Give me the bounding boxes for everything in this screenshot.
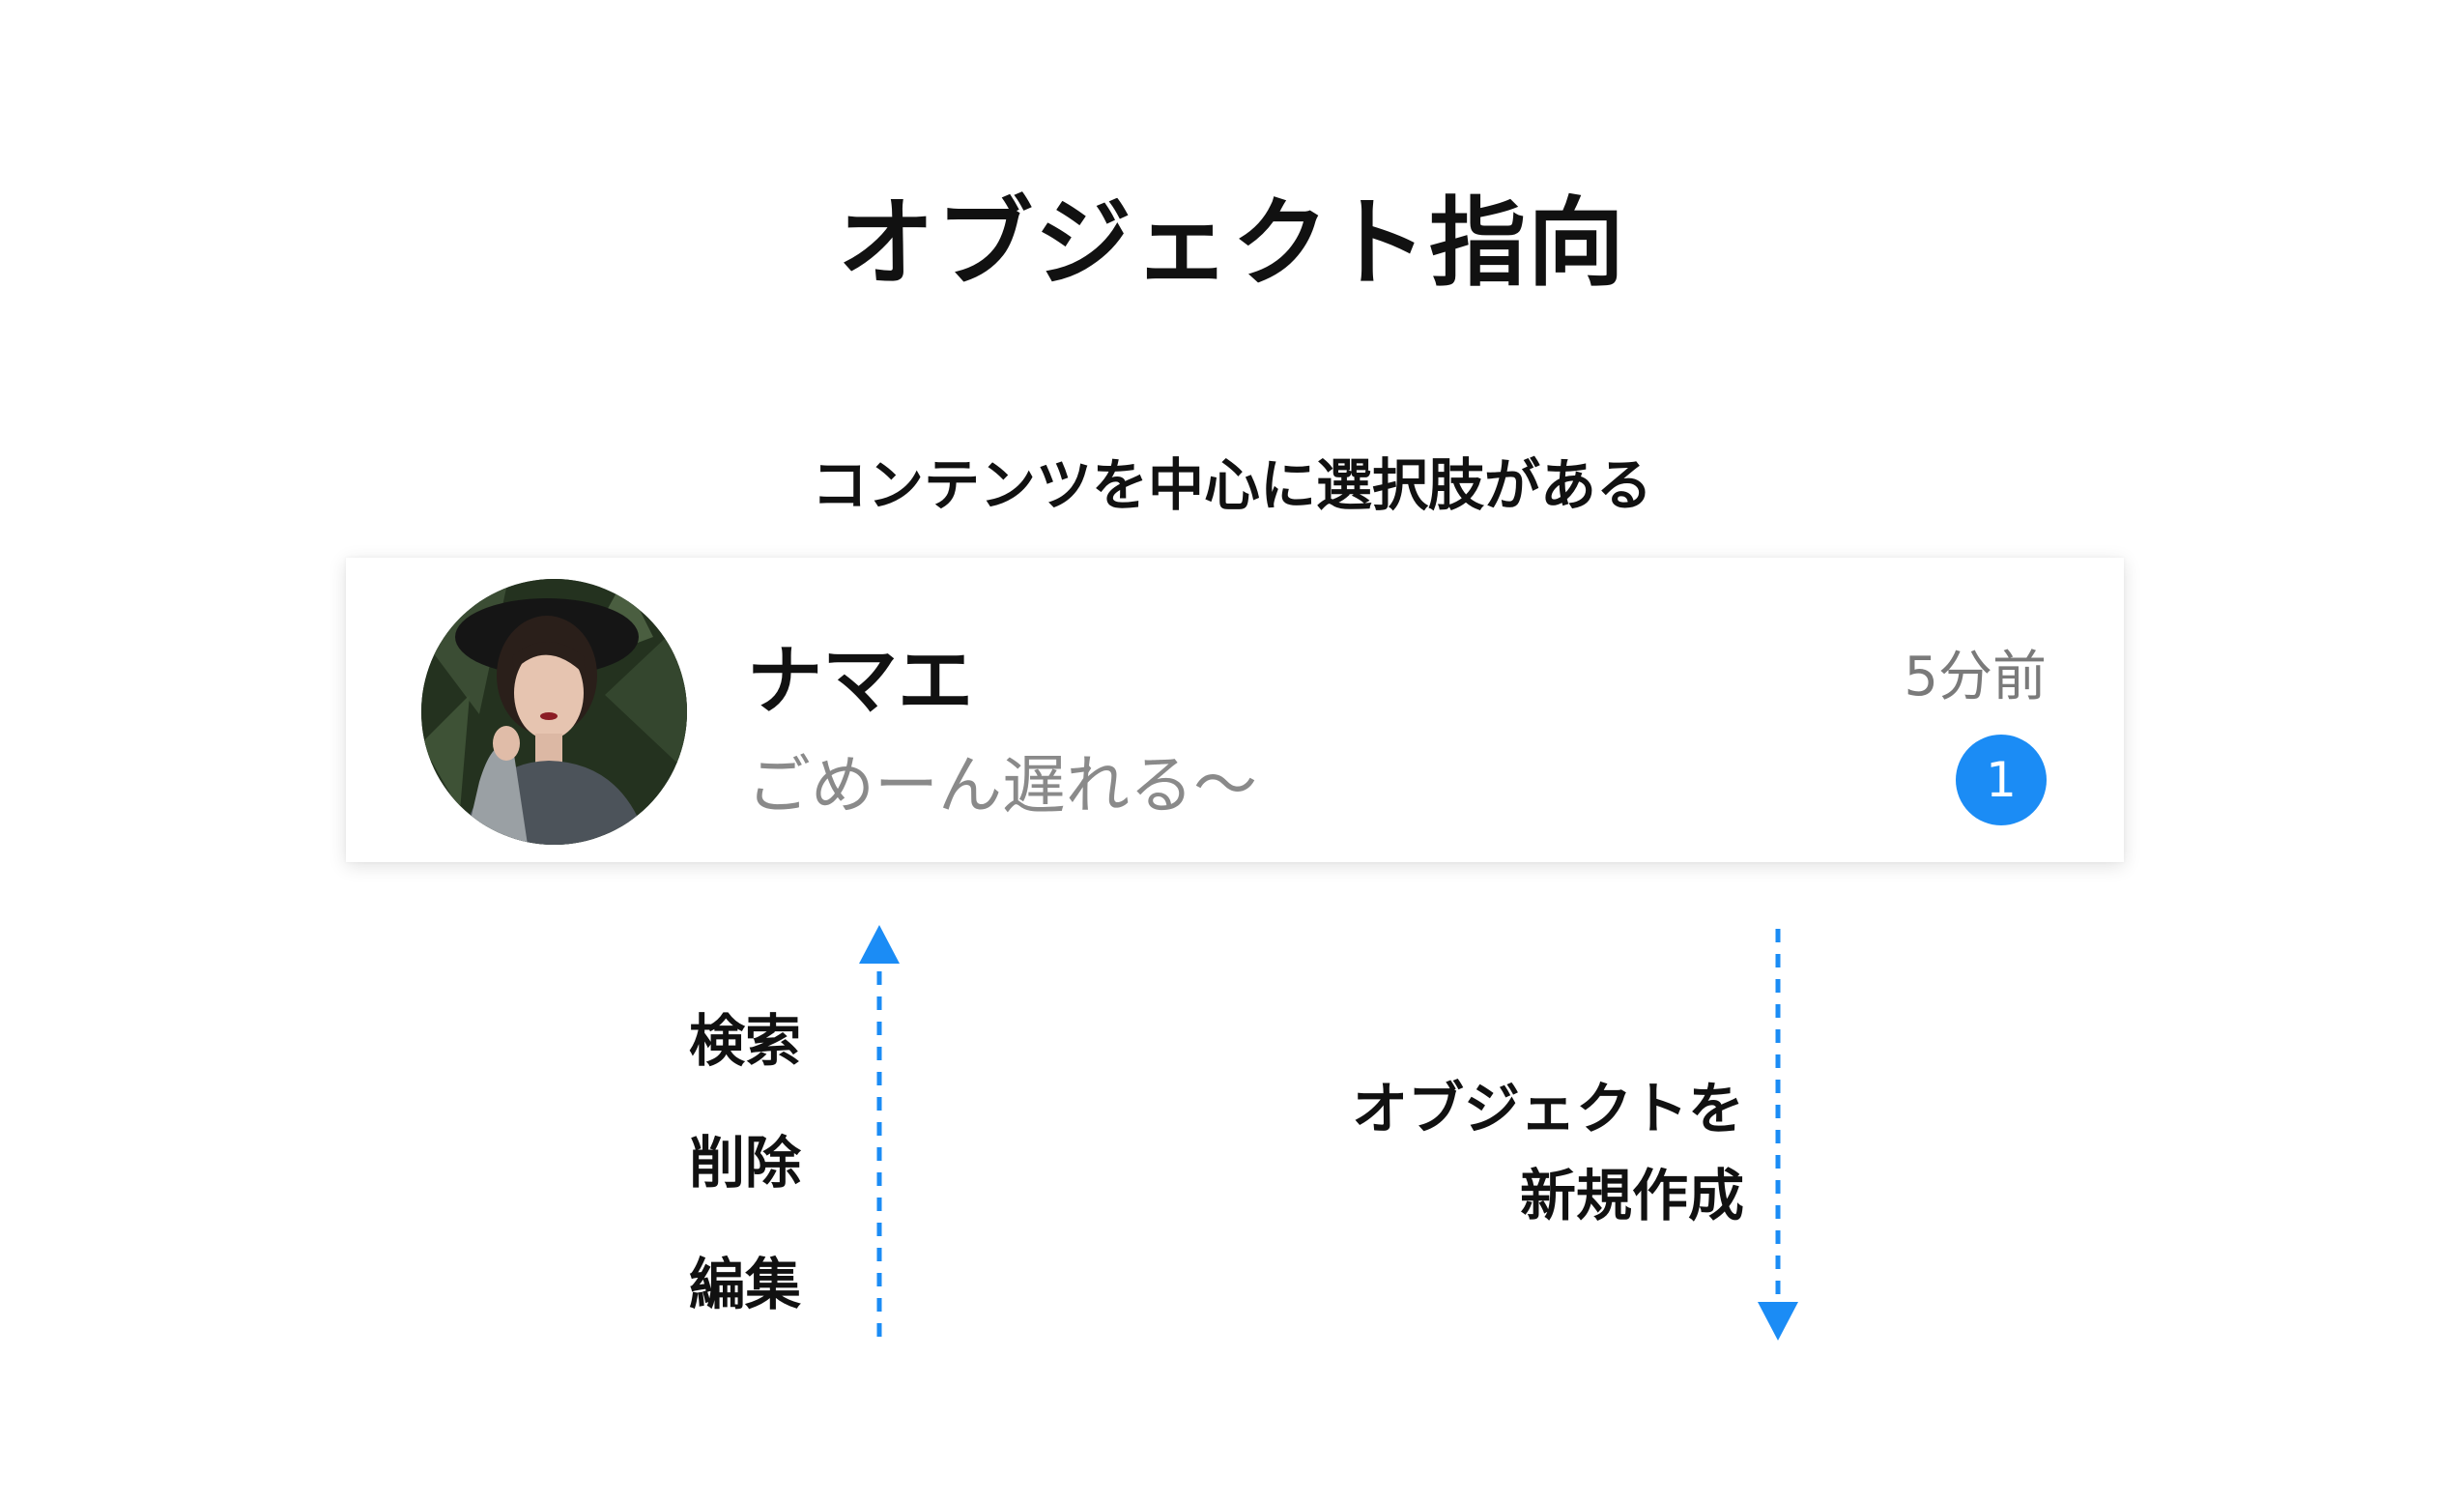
action-search-label: 検索 [689, 1008, 802, 1074]
create-object-label-line1: オブジェクトを [1351, 1076, 1744, 1141]
page-title: オブジェクト指向 [838, 187, 1626, 300]
avatar [421, 579, 687, 845]
up-arrow [859, 925, 900, 1339]
avatar-photo [421, 579, 687, 845]
up-arrow-head-icon [859, 925, 900, 964]
page-subtitle: コンテンツを中心に選択肢がある [811, 452, 1652, 518]
contact-name: ナマエ [747, 638, 974, 725]
unread-badge: 1 [1956, 735, 2047, 825]
message-preview: ごめーん遅れる〜 [747, 748, 1257, 823]
down-arrow [1758, 929, 1798, 1341]
action-delete-label: 削除 [689, 1130, 802, 1196]
action-edit-label: 編集 [689, 1252, 802, 1317]
chat-list-item[interactable]: ナマエ ごめーん遅れる〜 5分前 1 [346, 558, 2124, 862]
timestamp: 5分前 [1904, 646, 2047, 708]
down-arrow-head-icon [1758, 1302, 1798, 1341]
create-object-label-line2: 新規作成 [1519, 1163, 1744, 1228]
